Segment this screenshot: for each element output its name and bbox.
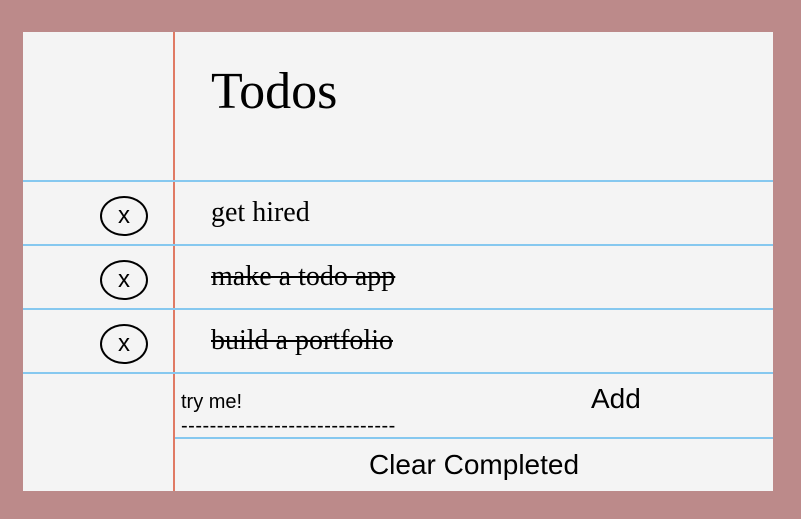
todo-item: x get hired bbox=[23, 182, 773, 244]
ruled-line bbox=[23, 372, 773, 374]
new-todo-input[interactable] bbox=[181, 389, 474, 415]
ruled-line bbox=[23, 244, 773, 246]
notebook-paper: Todos x get hired x make a todo app x bu… bbox=[23, 32, 773, 491]
todo-item: x build a portfolio bbox=[23, 310, 773, 372]
todo-item: x make a todo app bbox=[23, 246, 773, 308]
input-underline: ------------------------------ bbox=[181, 418, 396, 434]
ruled-line bbox=[23, 180, 773, 182]
margin-line bbox=[173, 32, 175, 491]
add-button[interactable]: Add bbox=[591, 383, 641, 414]
delete-todo-button[interactable]: x bbox=[100, 260, 148, 300]
todo-text[interactable]: get hired bbox=[211, 197, 310, 228]
ruled-line bbox=[23, 308, 773, 310]
todo-text[interactable]: build a portfolio bbox=[211, 325, 393, 356]
delete-todo-button[interactable]: x bbox=[100, 196, 148, 236]
page-title: Todos bbox=[211, 63, 338, 120]
clear-completed-button[interactable]: Clear Completed bbox=[175, 447, 773, 483]
todo-text[interactable]: make a todo app bbox=[211, 261, 396, 292]
ruled-line bbox=[175, 437, 773, 439]
delete-todo-button[interactable]: x bbox=[100, 324, 148, 364]
